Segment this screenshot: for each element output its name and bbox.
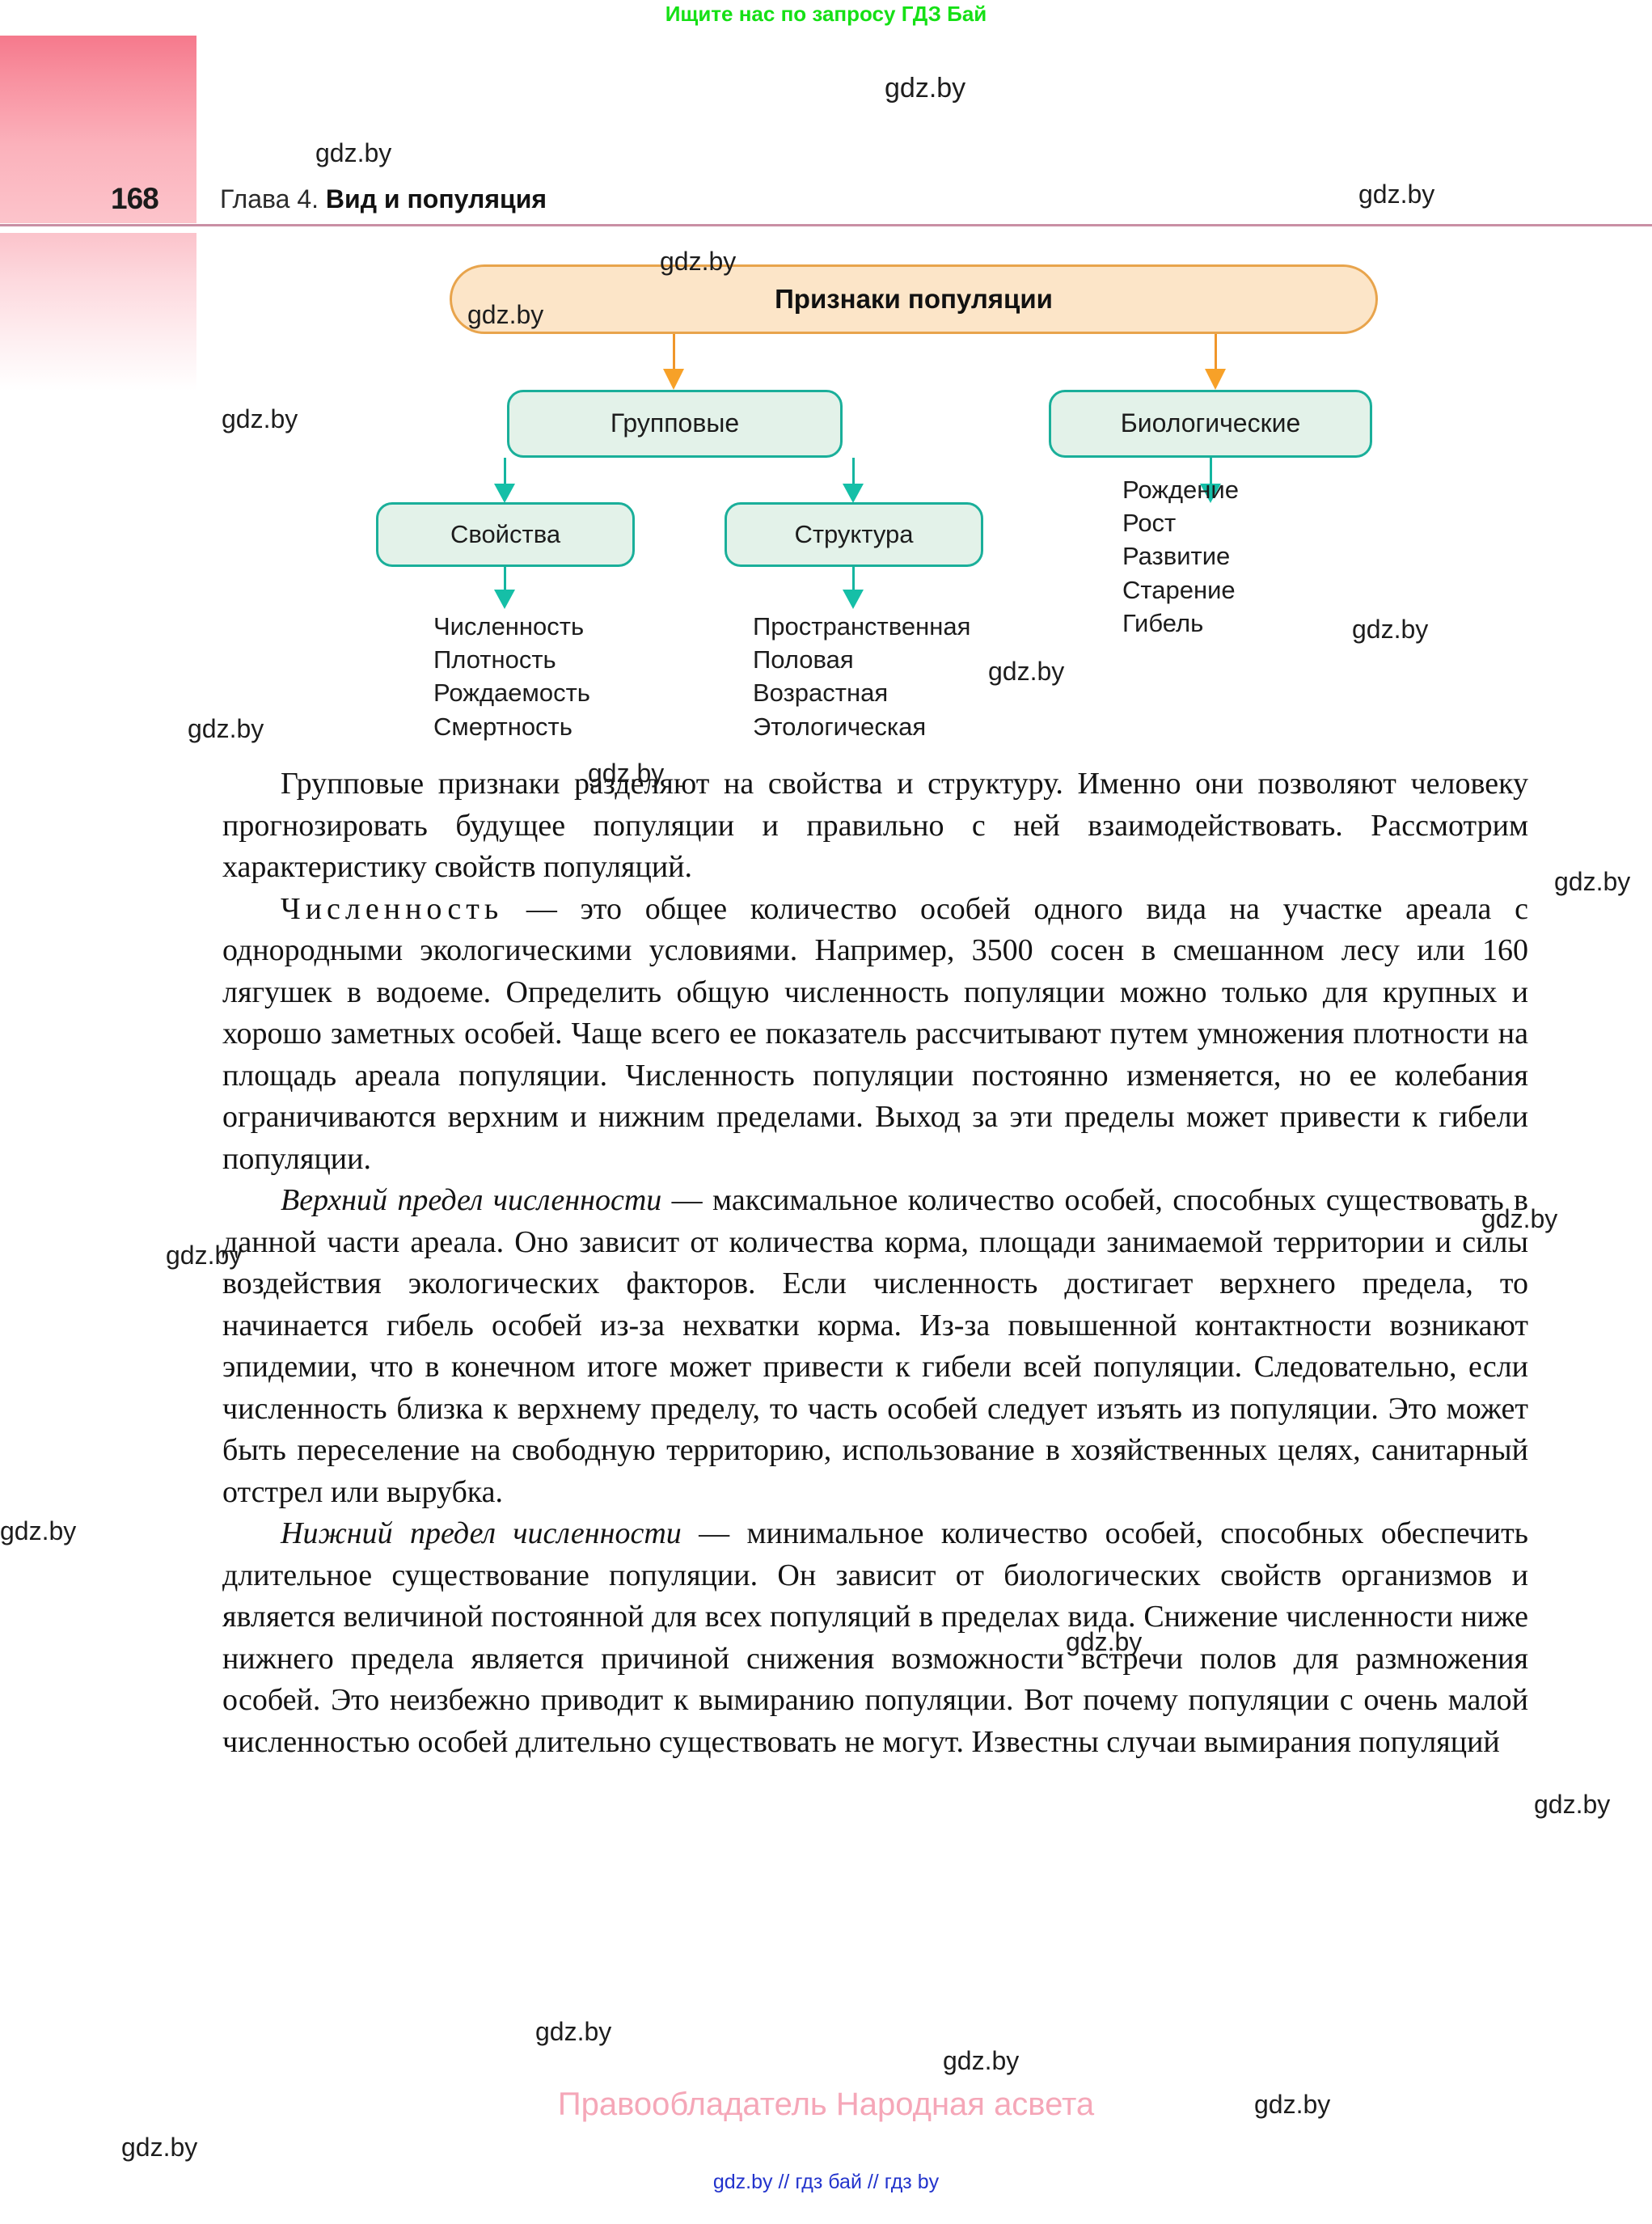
chapter-title: Вид и популяция [325,184,547,214]
page-number-block-bottom [0,233,196,391]
paragraph-3-text: — максимальное количество особей, способ… [222,1183,1528,1509]
diagram-node-gruppovye: Групповые [507,390,843,458]
body-text: Групповые признаки разделяют на свойства… [222,763,1528,1763]
arrow-gruppovye-to-struktura [843,458,864,503]
paragraph-4: Нижний предел численности — минимальное … [222,1513,1528,1763]
paragraph-1: Групповые признаки разделяют на свойства… [222,763,1528,889]
paragraph-3: Верхний предел численности — максимально… [222,1180,1528,1513]
page-number-block-top [0,36,196,223]
term-chislennost: Численность [281,891,504,926]
watermark: gdz.by [1554,867,1631,896]
arrow-biologicheskie-to-list [1200,458,1221,503]
arrow-struktura-to-list [843,567,864,609]
term-verkhniy-predel: Верхний предел численности [281,1183,662,1217]
list-item: Развитие [1122,542,1231,571]
watermark: gdz.by [885,73,966,104]
header-rule [0,224,1652,226]
list-item: Этологическая [753,712,927,741]
watermark: gdz.by [315,138,392,167]
term-nizhniy-predel: Нижний предел численности [281,1516,682,1550]
list-item: Рост [1122,509,1177,538]
diagram-list-svoystva: Численность Плотность Рождаемость Смертн… [433,610,590,743]
list-item: Гибель [1122,608,1204,637]
footer-links[interactable]: gdz.by // гдз бай // гдз by [712,2171,940,2193]
diagram-node-struktura: Структура [725,502,983,567]
diagram-node-root: Признаки популяции [450,264,1378,334]
watermark: gdz.by [1358,180,1435,209]
population-traits-diagram: Признаки популяции Групповые Биологическ… [0,243,1652,760]
paragraph-1-text: Групповые признаки разделяют на свойства… [222,767,1528,884]
arrow-root-to-biologicheskie [1205,334,1226,390]
diagram-list-biologicheskie: Рождение Рост Развитие Старение Гибель [1122,473,1239,640]
arrow-gruppovye-to-svoystva [494,458,515,503]
watermark: gdz.by [535,2017,612,2046]
list-item: Плотность [433,645,556,674]
list-item: Численность [433,612,585,641]
list-item: Старение [1122,575,1236,604]
paragraph-2: Численность — это общее количество особе… [222,889,1528,1181]
list-item: Половая [753,645,854,674]
page-number: 168 [111,182,159,215]
diagram-list-struktura: Пространственная Половая Возрастная Этол… [753,610,970,743]
watermark: gdz.by [0,1516,77,1545]
watermark: gdz.by [121,2133,198,2162]
arrow-svoystva-to-list [494,567,515,609]
promo-banner: Ищите нас по запросу ГДЗ Бай [665,2,987,26]
watermark: gdz.by [943,2046,1020,2075]
paragraph-2-text: — это общее количество особей одного вид… [222,891,1528,1176]
list-item: Смертность [433,712,572,741]
watermark: gdz.by [1534,1790,1611,1819]
diagram-node-biologicheskie: Биологические [1049,390,1372,458]
list-item: Рождаемость [433,679,590,708]
arrow-root-to-gruppovye [663,334,684,390]
diagram-node-svoystva: Свойства [376,502,635,567]
list-item: Пространственная [753,612,971,641]
paragraph-4-text: — минимальное количество особей, способн… [222,1516,1528,1759]
copyright-notice: Правообладатель Народная асвета [557,2087,1095,2122]
list-item: Возрастная [753,679,889,708]
page-title: Глава 4. Вид и популяция [220,184,547,214]
chapter-prefix: Глава 4. [220,184,326,214]
list-item: Рождение [1122,476,1239,504]
